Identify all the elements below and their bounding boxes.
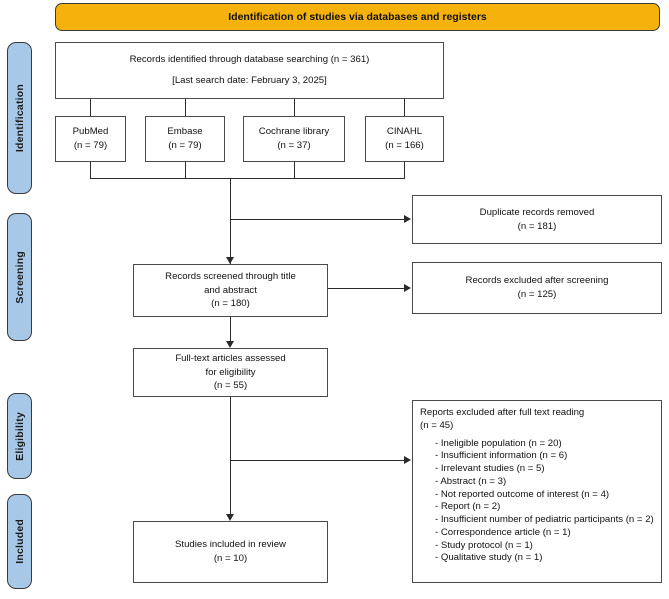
records-screened-line1: Records screened through title (165, 270, 296, 282)
box-duplicate-records-removed: Duplicate records removed (n = 181) (412, 195, 662, 244)
connector-top-to-pubmed (90, 99, 92, 116)
records-excluded-after-screening-count: (n = 125) (517, 289, 557, 300)
duplicate-records-removed-count: (n = 181) (517, 220, 557, 232)
box-database-pubmed: PubMed (n = 79) (55, 116, 126, 162)
connector-fulltext-trunk (230, 397, 232, 514)
studies-included-line1: Studies included in review (175, 539, 286, 551)
reason-item: - Qualitative study (n = 1) (435, 552, 543, 564)
connector-cochrane-down (294, 162, 296, 178)
reason-item: - Not reported outcome of interest (n = … (435, 488, 610, 500)
stage-tab-identification: Identification (7, 42, 32, 194)
stage-tab-eligibility-label: Eligibility (13, 411, 26, 461)
database-embase-name: Embase (167, 126, 203, 138)
stage-tab-included: Included (7, 494, 32, 589)
box-database-embase: Embase (n = 79) (145, 116, 225, 162)
database-cinahl-count: (n = 166) (385, 140, 424, 151)
connector-merge-trunk (230, 178, 232, 264)
connector-trunk-to-duplicates (230, 219, 405, 221)
connector-cinahl-down (404, 162, 406, 178)
stage-tab-screening-label: Screening (13, 250, 26, 304)
arrowhead-to-records-excluded (404, 284, 411, 292)
reason-item: - Irrelevant studies (n = 5) (435, 463, 545, 474)
database-cochrane-library-name: Cochrane library (258, 126, 330, 138)
box-database-cochrane-library: Cochrane library (n = 37) (243, 116, 345, 162)
reason-item: - Report (n = 2) (435, 501, 501, 513)
fulltext-articles-assessed-count: (n = 55) (213, 380, 248, 392)
arrowhead-to-records-screened (226, 257, 234, 264)
studies-included-count: (n = 10) (213, 553, 248, 564)
records-excluded-after-screening-line1: Records excluded after screening (465, 275, 609, 287)
reason-item: - Insufficient number of pediatric parti… (435, 514, 654, 525)
connector-fulltext-to-reports-excluded (230, 460, 405, 462)
reports-excluded-line1: Reports excluded after full text reading (420, 407, 585, 418)
records-identified-line2: [Last search date: February 3, 2025] (172, 75, 327, 87)
connector-top-to-cochrane (294, 99, 296, 116)
records-screened-line2: and abstract (204, 284, 257, 296)
connector-embase-down (185, 162, 187, 178)
arrowhead-to-studies-included (226, 514, 234, 521)
database-pubmed-name: PubMed (72, 126, 109, 138)
reports-excluded-reason-list: - Ineligible population (n = 20) - Insuf… (420, 438, 654, 566)
header-banner-title: Identification of studies via databases … (228, 11, 487, 23)
stage-tab-included-label: Included (13, 519, 26, 564)
duplicate-records-removed-line1: Duplicate records removed (479, 206, 595, 218)
connector-top-to-cinahl (404, 99, 406, 116)
box-database-cinahl: CINAHL (n = 166) (365, 116, 444, 162)
connector-top-to-embase (185, 99, 187, 116)
database-embase-count: (n = 79) (168, 140, 202, 151)
connector-pubmed-down (90, 162, 92, 178)
records-identified-line1: Records identified through database sear… (129, 54, 370, 66)
box-studies-included-in-review: Studies included in review (n = 10) (133, 521, 328, 583)
arrowhead-to-reports-excluded (404, 456, 411, 464)
arrowhead-to-duplicates (404, 215, 411, 223)
box-records-identified: Records identified through database sear… (55, 42, 444, 99)
reason-item: - Study protocol (n = 1) (435, 539, 533, 551)
connector-databases-merge-bus (90, 178, 405, 180)
reason-item: - Correspondence article (n = 1) (435, 526, 571, 538)
database-pubmed-count: (n = 79) (73, 140, 108, 151)
box-records-screened: Records screened through title and abstr… (133, 264, 328, 317)
connector-screened-to-fulltext (230, 317, 232, 341)
database-cochrane-library-count: (n = 37) (277, 140, 311, 151)
connector-screened-to-excluded (328, 288, 405, 290)
reason-item: - Insufficient information (n = 6) (435, 450, 568, 462)
reason-item: - Ineligible population (n = 20) (435, 437, 562, 449)
stage-tab-eligibility: Eligibility (7, 393, 32, 479)
box-records-excluded-after-screening: Records excluded after screening (n = 12… (412, 262, 662, 314)
arrowhead-to-fulltext-assessed (226, 341, 234, 348)
database-cinahl-name: CINAHL (386, 126, 423, 138)
header-banner: Identification of studies via databases … (55, 3, 660, 31)
box-fulltext-articles-assessed: Full-text articles assessed for eligibil… (133, 348, 328, 397)
stage-tab-screening: Screening (7, 213, 32, 341)
stage-tab-identification-label: Identification (13, 83, 26, 153)
reason-item: - Abstract (n = 3) (435, 475, 507, 487)
fulltext-articles-assessed-line2: for eligibility (205, 366, 256, 378)
box-reports-excluded-full-text: Reports excluded after full text reading… (412, 400, 662, 583)
records-screened-count: (n = 180) (211, 298, 250, 310)
reports-excluded-count: (n = 45) (420, 419, 454, 431)
fulltext-articles-assessed-line1: Full-text articles assessed (175, 352, 286, 364)
